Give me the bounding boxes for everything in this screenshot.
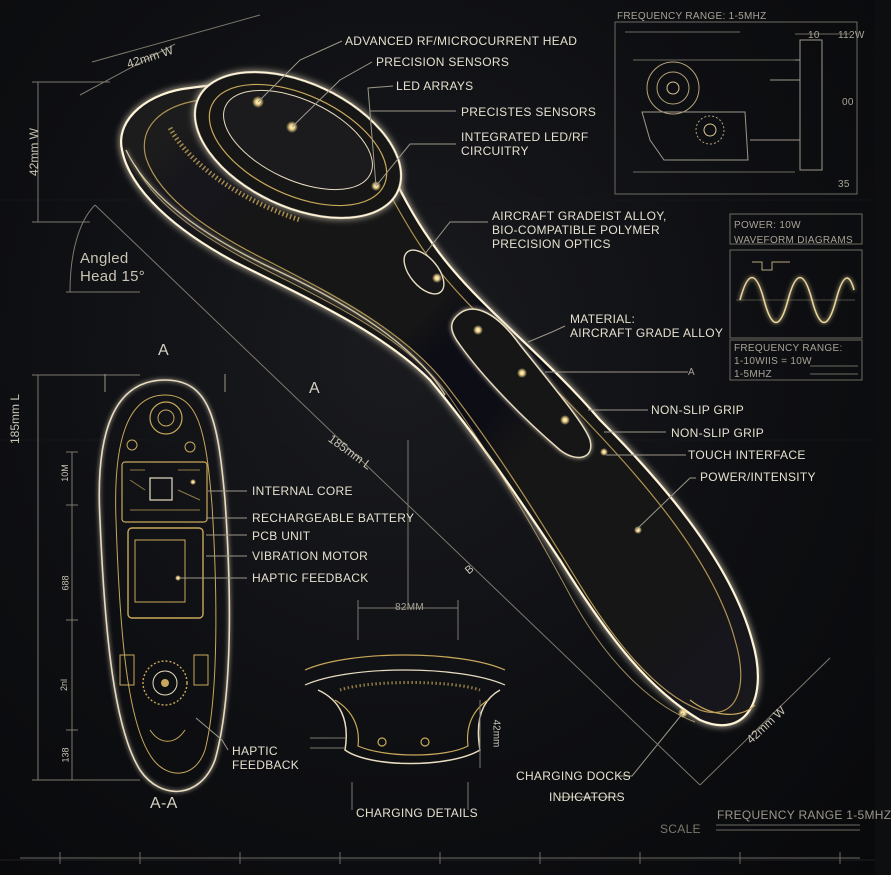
grip-slot xyxy=(450,308,592,459)
callout-aircraft-1: AIRCRAFT GRADEIST ALLOY, xyxy=(492,209,667,223)
footer-frequency: FREQUENCY RANGE 1-5MHz xyxy=(717,808,891,822)
waveform-freq-line2: 1-5MHz xyxy=(734,369,772,380)
panel-dim-35: 35 xyxy=(838,179,850,190)
panel-dim-112w: 112W xyxy=(838,30,865,41)
section-aa-label: A-A xyxy=(150,795,178,812)
callout-led-arrays: LED ARRAYS xyxy=(396,79,474,93)
side-dim-4: 138 xyxy=(60,747,71,763)
device-body xyxy=(120,81,759,727)
callout-vibration: VIBRATION MOTOR xyxy=(252,549,369,563)
precision-optics-window xyxy=(403,249,445,295)
callout-precision-sensors: PRECISION SENSORS xyxy=(376,55,510,69)
callout-precistes-sensors: PRECISTES SENSORS xyxy=(461,105,597,119)
side-dim-1: 10M xyxy=(59,464,70,482)
section-view-aa xyxy=(66,374,247,793)
battery-cell xyxy=(127,527,204,619)
dim-length-left: 185mm L xyxy=(8,393,23,445)
callout-leaders xyxy=(257,40,696,798)
side-dim-3: 2nl xyxy=(59,678,70,692)
callout-battery: RECHARGEABLE BATTERY xyxy=(252,511,415,525)
callout-non-slip-1: NON-SLIP GRIP xyxy=(651,403,745,417)
callout-pcb: PCB UNIT xyxy=(252,529,311,543)
side-dim-2: 688 xyxy=(60,575,71,591)
callout-integrated-1: INTEGRATED LED/RF xyxy=(461,130,589,144)
section-a-label: A xyxy=(158,342,169,359)
callout-aircraft-2: BIO-COMPATIBLE POLYMER xyxy=(492,223,660,237)
callout-haptic2-2: FEEDBACK xyxy=(232,758,300,772)
angle-label-1: Angled xyxy=(80,250,129,267)
dim-width-left: 42mm W xyxy=(27,128,41,176)
waveform-freq-line1: 1-10WIIs = 10W xyxy=(734,356,812,367)
section-outline xyxy=(98,379,231,793)
callout-indicators: INDICATORS xyxy=(549,790,625,804)
panel-frequency-title: FREQUENCY RANGE: 1-5MHz xyxy=(617,11,767,22)
callout-internal-core: INTERNAL CORE xyxy=(252,484,353,498)
callout-non-slip-2: NON-SLIP GRIP xyxy=(671,426,765,440)
device-main-view xyxy=(120,71,759,727)
footer-ruler xyxy=(20,824,860,864)
dimension-lines xyxy=(32,14,831,786)
charging-details-title: CHARGING DETAILS xyxy=(356,806,478,820)
waveform-sine xyxy=(739,276,855,324)
waveform-power: POWER: 10W xyxy=(734,220,801,231)
waveform-freq-title: FREQUENCY RANGE: xyxy=(734,343,843,354)
angle-label-2: Head 15° xyxy=(80,268,146,285)
dim-dock-height: 42mm xyxy=(490,719,502,748)
callout-charging-docks: CHARGING DOCKS xyxy=(516,769,631,783)
footer-scale: SCALE xyxy=(660,822,701,836)
mark-a: a xyxy=(688,367,695,378)
background-grid xyxy=(0,199,875,861)
dim-dock-width: 82mm xyxy=(395,602,424,613)
waveform-diagrams-title: WAVEFORM DIAGRAMS xyxy=(734,235,853,246)
frequency-panel xyxy=(614,21,858,195)
callout-power-intensity: POWER/INTENSITY xyxy=(700,470,816,484)
charging-dock-view xyxy=(304,600,506,810)
waveform-panel xyxy=(729,213,863,381)
callout-integrated-2: CIRCUITRY xyxy=(461,144,529,158)
callout-touch-interface: TOUCH INTERFACE xyxy=(688,448,806,462)
callout-haptic: HAPTIC FEEDBACK xyxy=(252,571,369,585)
callout-haptic2-1: HAPTIC xyxy=(232,744,278,758)
callout-aircraft-3: PRECISION OPTICS xyxy=(492,237,611,251)
callout-material-2: AIRCRAFT GRADE ALLOY xyxy=(570,326,724,340)
panel-dim-00: 00 xyxy=(842,97,854,108)
callout-material-1: MATERIAL: xyxy=(570,312,636,326)
callout-rf-head: ADVANCED RF/MICROCURRENT HEAD xyxy=(345,34,578,48)
section-a-arrow-label: A xyxy=(309,380,320,397)
panel-dim-10: 10 xyxy=(808,30,820,41)
